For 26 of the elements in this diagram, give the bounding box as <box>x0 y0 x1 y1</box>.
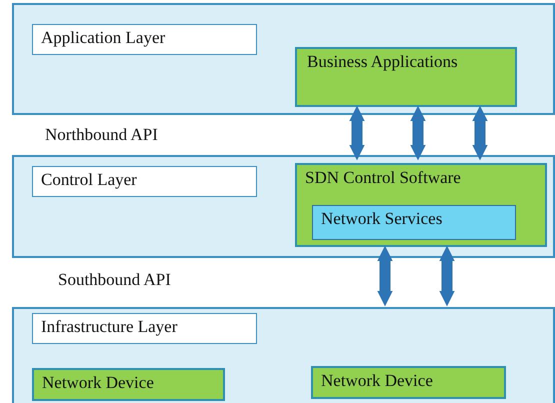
layer-title-box <box>32 313 257 344</box>
layer-title-box <box>32 166 257 197</box>
double-arrow <box>349 106 365 160</box>
interface-label: Northbound API <box>45 125 158 145</box>
box-label: Application Layer <box>41 28 166 48</box>
double-arrow <box>472 106 488 160</box>
box-label: Business Applications <box>307 52 458 72</box>
interface-label: Southbound API <box>58 270 171 290</box>
layer-band <box>12 155 555 258</box>
box-label: Control Layer <box>41 170 137 190</box>
double-arrow <box>377 246 393 306</box>
component-box <box>311 366 506 399</box>
double-arrow <box>439 246 455 306</box>
component-box <box>295 163 547 247</box>
box-label: Network Device <box>42 373 154 394</box>
box-label: Infrastructure Layer <box>41 317 178 338</box>
double-arrow <box>410 106 426 160</box>
layer-title-box <box>32 24 257 55</box>
box-label: Network Device <box>321 371 433 392</box>
component-box <box>32 368 225 401</box>
box-label: SDN Control Software <box>305 168 461 188</box>
layer-band <box>12 3 555 115</box>
component-box <box>295 47 517 107</box>
layer-band <box>12 307 555 403</box>
box-label: Network Services <box>321 209 442 230</box>
service-box <box>312 205 516 240</box>
